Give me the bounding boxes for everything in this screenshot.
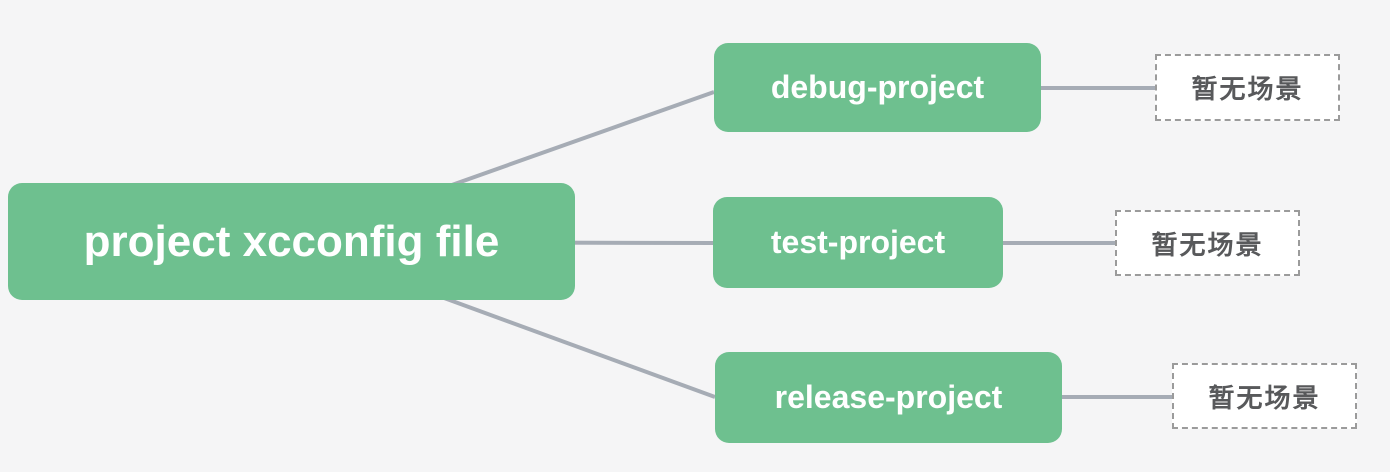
- node-release-label: release-project: [774, 379, 1003, 415]
- node-debug-project[interactable]: debug-project: [714, 43, 1041, 132]
- node-test-project[interactable]: test-project: [713, 197, 1003, 288]
- empty-scene-label-release: 暂无场景: [1208, 382, 1321, 413]
- empty-scene-label-debug: 暂无场景: [1191, 74, 1304, 104]
- node-debug-label: debug-project: [770, 69, 985, 105]
- empty-scene-label-test: 暂无场景: [1151, 229, 1264, 260]
- node-root-project-xcconfig-file[interactable]: project xcconfig file: [8, 183, 575, 300]
- empty-scene-box-release: 暂无场景: [1172, 363, 1357, 429]
- node-test-label: test-project: [770, 224, 946, 260]
- node-root-label: project xcconfig file: [83, 216, 500, 266]
- empty-scene-box-debug: 暂无场景: [1155, 54, 1340, 121]
- empty-scene-box-test: 暂无场景: [1115, 210, 1300, 276]
- node-release-project[interactable]: release-project: [715, 352, 1062, 443]
